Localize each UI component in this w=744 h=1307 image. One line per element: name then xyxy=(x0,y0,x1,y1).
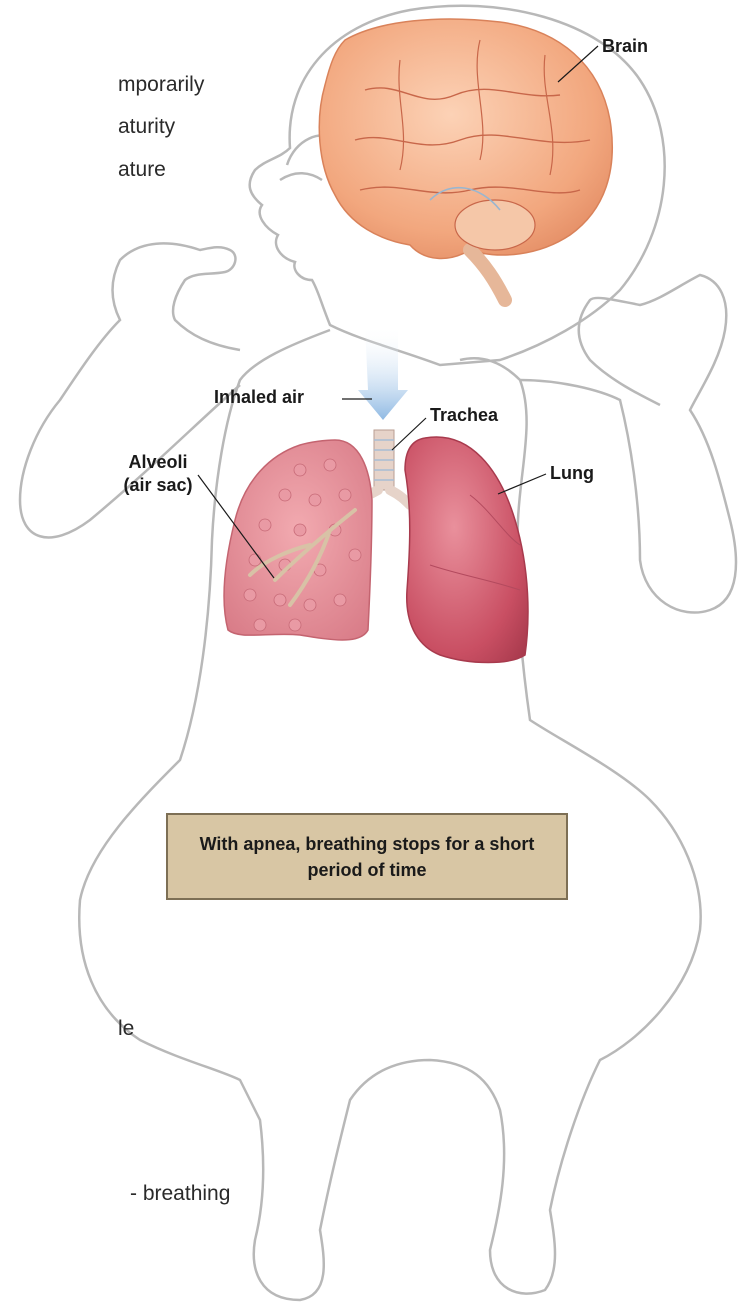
side-text-line-3: ature xyxy=(118,158,166,182)
alveoli-label-line-2: (air sac) xyxy=(108,474,208,497)
alveoli-label: Alveoli (air sac) xyxy=(108,451,208,497)
side-text-line-2: aturity xyxy=(118,115,175,139)
alveoli-label-line-1: Alveoli xyxy=(108,451,208,474)
lung-label: Lung xyxy=(550,463,594,484)
inhaled-air-label: Inhaled air xyxy=(214,387,304,408)
apnea-caption-text: With apnea, breathing stops for a short … xyxy=(187,831,547,883)
side-text-line-5: - breathing xyxy=(130,1182,230,1206)
brain-label: Brain xyxy=(602,36,648,57)
side-text-line-4: le xyxy=(118,1017,134,1041)
trachea-label: Trachea xyxy=(430,405,498,426)
right-lung xyxy=(405,437,528,663)
apnea-caption-box: With apnea, breathing stops for a short … xyxy=(166,813,568,900)
side-text-line-1: mporarily xyxy=(118,73,204,97)
